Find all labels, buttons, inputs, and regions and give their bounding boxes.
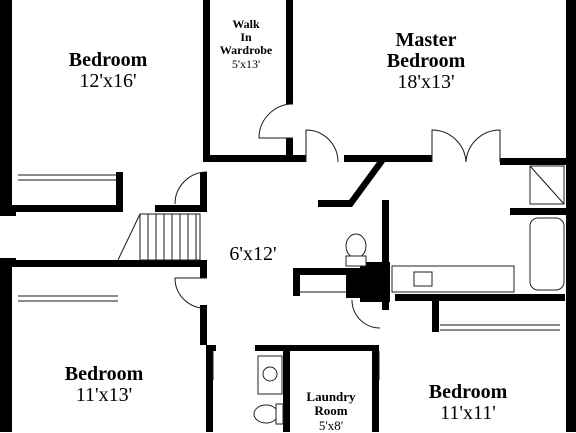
- toilet-tank: [345, 255, 367, 267]
- toilet-lower: [253, 404, 279, 424]
- sink: [413, 271, 433, 287]
- room-name: Bedroom: [428, 381, 508, 403]
- room-label-bedroom-bottom-left: Bedroom 11'x13': [34, 364, 174, 406]
- room-name-line3: Wardrobe: [219, 43, 273, 58]
- room-name-line1: Laundry: [306, 389, 356, 404]
- door-swings: [174, 103, 501, 380]
- room-name-line2: In: [240, 30, 252, 45]
- room-dimensions: 5'x13': [231, 56, 261, 71]
- room-name: Bedroom: [68, 49, 148, 71]
- room-dimensions: 5'x8': [318, 417, 344, 433]
- room-dimensions: 6'x12': [229, 243, 277, 265]
- bathtub: [529, 217, 565, 291]
- room-name-line2: Bedroom: [386, 50, 466, 72]
- room-label-bedroom-top-left: Bedroom 12'x16': [38, 50, 178, 92]
- room-name-line1: Walk: [232, 17, 260, 31]
- vanity: [391, 265, 515, 293]
- room-label-laundry-room: Laundry Room 5'x8': [290, 389, 372, 433]
- closet-lines: [18, 174, 560, 331]
- toilet: [345, 233, 367, 259]
- room-dimensions: 11'x13': [75, 384, 133, 406]
- interior-walls: [12, 0, 566, 432]
- room-label-master-bedroom: Master Bedroom 18'x13': [356, 30, 496, 93]
- room-label-walk-in-wardrobe: Walk In Wardrobe 5'x13': [206, 17, 286, 71]
- bathroom-fixtures: [253, 165, 565, 425]
- toilet-lower-tank: [275, 403, 284, 425]
- room-dimensions: 18'x13': [397, 71, 455, 93]
- room-dimensions: 12'x16': [79, 70, 137, 92]
- room-name-line2: Room: [314, 403, 348, 419]
- room-dimensions: 11'x11': [440, 402, 496, 424]
- laundry-sink: [262, 366, 278, 382]
- room-name: Bedroom: [64, 363, 144, 385]
- room-label-bedroom-bottom-right: Bedroom 11'x11': [398, 382, 538, 424]
- stairs: [117, 213, 201, 261]
- room-name-line1: Master: [395, 29, 457, 51]
- room-label-hallway: 6'x12': [208, 244, 298, 265]
